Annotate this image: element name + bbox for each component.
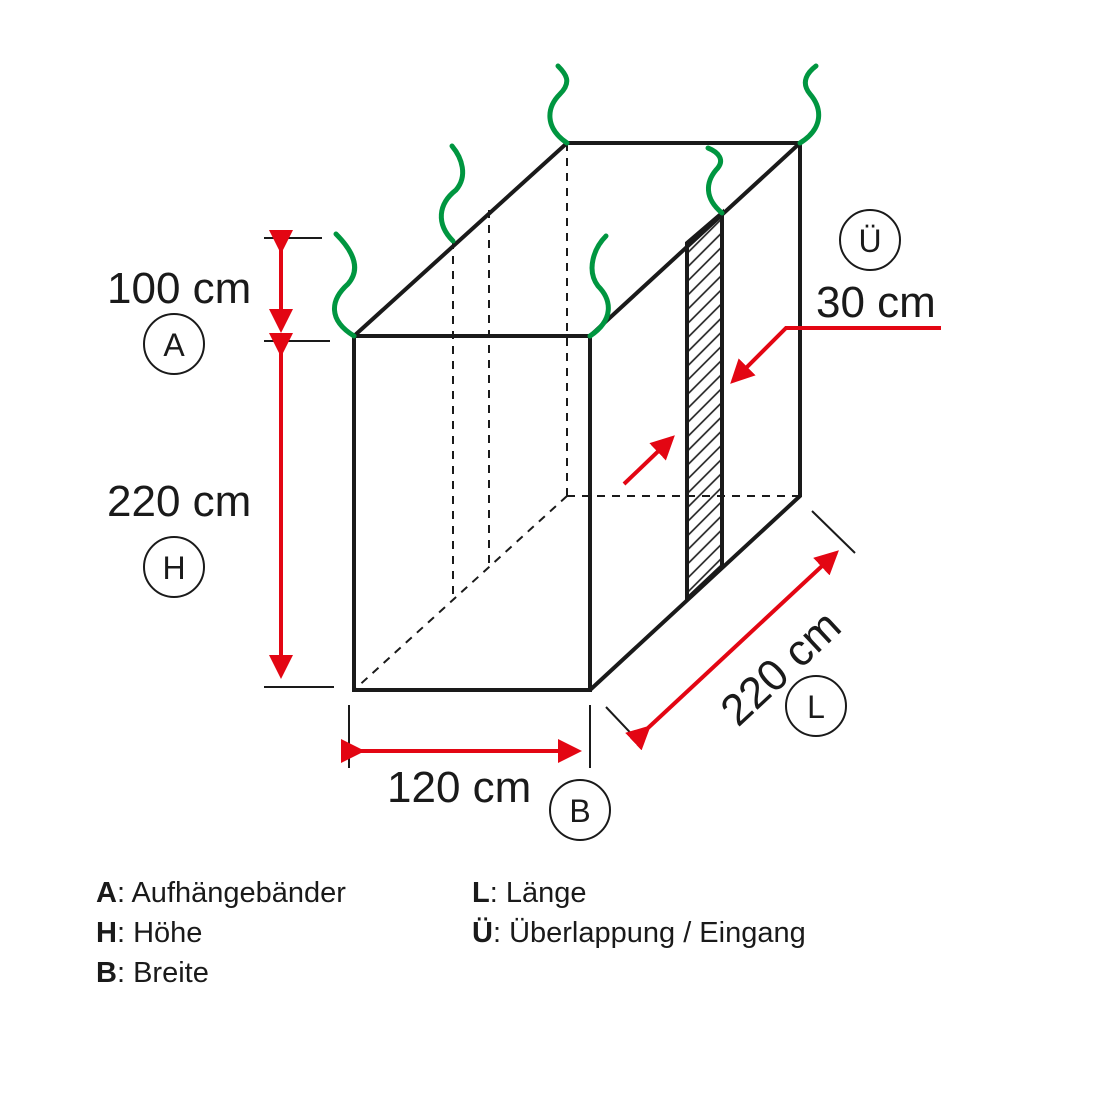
arrow-length — [625, 550, 839, 751]
marker-b: B — [549, 779, 611, 841]
arrow-entrance — [622, 435, 675, 486]
strap-length-label: 100 cm — [107, 264, 251, 313]
legend-right: L: Länge Ü: Überlappung / Eingang — [472, 873, 806, 953]
legend-label: : Überlappung / Eingang — [492, 917, 806, 949]
strap-middle-left — [438, 143, 466, 244]
legend-key: A — [96, 877, 117, 909]
measurement-arrows — [269, 230, 941, 763]
marker-h-letter: H — [162, 550, 185, 586]
marker-u: Ü — [839, 209, 901, 271]
legend-item-h: H: Höhe — [96, 913, 346, 953]
overlap-strip — [685, 208, 724, 604]
bag-outline — [352, 141, 806, 692]
marker-a: A — [143, 313, 205, 375]
marker-b-letter: B — [569, 793, 590, 829]
hidden-edges — [353, 143, 800, 691]
legend-label: : Höhe — [116, 917, 203, 949]
legend-item-u: Ü: Überlappung / Eingang — [472, 913, 806, 953]
strap-back-left — [547, 63, 570, 146]
legend-key: Ü — [472, 917, 493, 949]
strap-front-left — [332, 231, 358, 339]
legend-key: L — [472, 877, 490, 909]
strap-back-right — [797, 63, 822, 146]
height-label: 220 cm — [107, 477, 251, 526]
marker-l-letter: L — [807, 689, 825, 725]
strap-middle-right — [705, 145, 725, 216]
legend-label: : Aufhängebänder — [116, 877, 346, 909]
legend-item-b: B: Breite — [96, 953, 346, 993]
hidden-left-bottom-edge — [353, 495, 568, 691]
legend-label: : Breite — [116, 957, 209, 989]
legend-key: B — [96, 957, 117, 989]
strap-front-right — [587, 233, 611, 339]
legend-item-l: L: Länge — [472, 873, 806, 913]
ext-length-bottom — [605, 706, 643, 746]
top-face — [352, 141, 806, 338]
ext-length-top — [811, 510, 856, 554]
legend-key: H — [96, 917, 117, 949]
marker-a-letter: A — [163, 327, 185, 363]
width-label: 120 cm — [387, 763, 531, 812]
arrow-overlap-pointer — [730, 326, 941, 384]
marker-l: L — [785, 675, 847, 737]
marker-u-letter: Ü — [858, 223, 881, 259]
legend-left: A: Aufhängebänder H: Höhe B: Breite — [96, 873, 346, 993]
front-face — [352, 334, 592, 692]
overlap-label: 30 cm — [816, 278, 936, 327]
marker-h: H — [143, 536, 205, 598]
legend-label: : Länge — [489, 877, 587, 909]
legend-item-a: A: Aufhängebänder — [96, 873, 346, 913]
hanging-straps — [332, 63, 822, 339]
